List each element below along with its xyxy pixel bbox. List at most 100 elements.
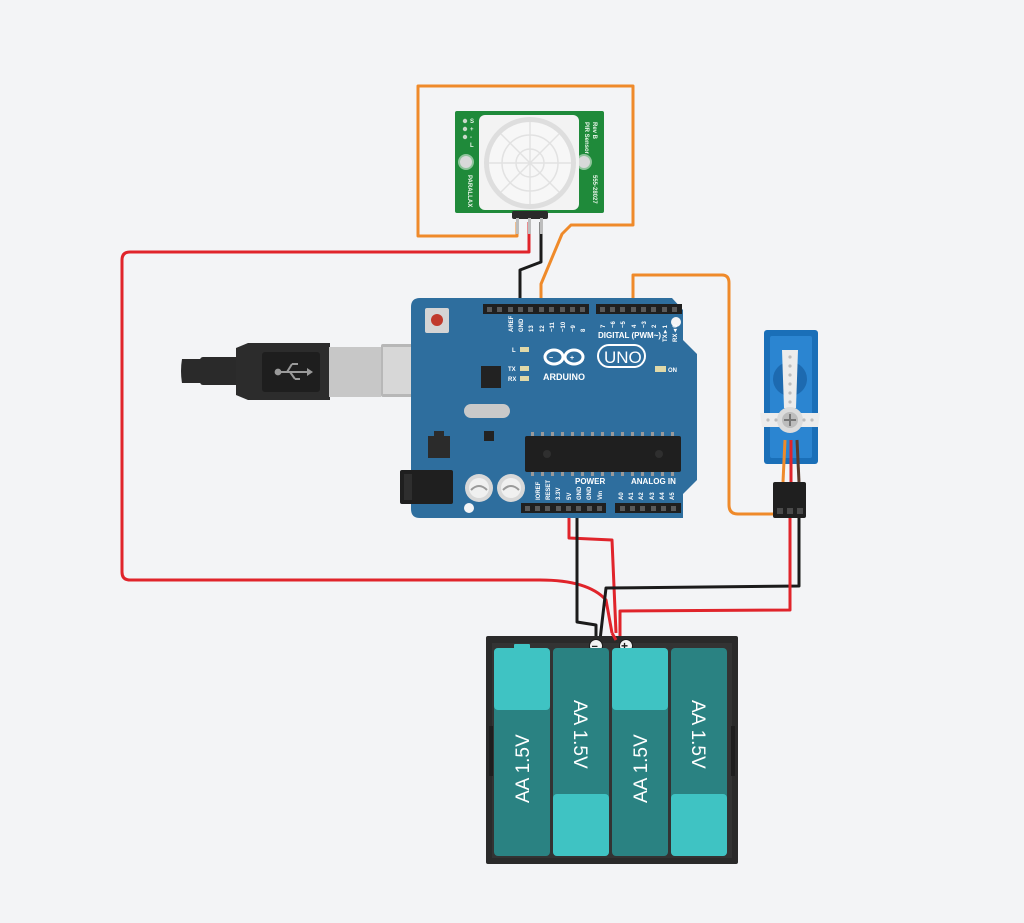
cell-cap	[671, 794, 727, 856]
pin-label-gnd1: GND	[577, 486, 583, 500]
pin-label-11: ~11	[550, 321, 556, 332]
pir-pin-dot	[462, 118, 468, 124]
usb-cable[interactable]	[181, 343, 449, 400]
digital-header-title: DIGITAL (PWM~)	[598, 331, 661, 340]
pin-label-gnd2: GND	[587, 486, 593, 500]
battery-cell-4: AA 1.5V	[671, 648, 727, 856]
usb-chip	[481, 366, 501, 388]
wire-gnd[interactable]	[575, 507, 598, 640]
pin-label-5: ~5	[621, 320, 627, 328]
servo-horn-vertical	[782, 350, 798, 408]
chip-notch	[543, 450, 551, 458]
header-digital-right	[596, 304, 682, 314]
pin-label-reset: RESET	[546, 480, 552, 500]
wire-end-plus	[610, 632, 618, 641]
usb-plug-shell	[329, 347, 381, 397]
uno-model: UNO	[604, 348, 642, 367]
pin-label-13: 13	[529, 325, 535, 332]
led-label-rx: RX	[508, 377, 516, 383]
cell-label-4: AA 1.5V	[687, 700, 708, 769]
servo-lead-signal	[781, 439, 787, 483]
cell-nub	[514, 644, 530, 650]
pin-label-a2: A2	[639, 492, 645, 500]
arduino-logo-icon	[543, 348, 585, 366]
pir-pin-label-s: S	[470, 119, 474, 125]
wire-pir-signal[interactable]	[416, 84, 635, 306]
wire-pir-gnd[interactable]	[518, 222, 543, 306]
mount-hole	[464, 503, 474, 513]
battery-clip-right	[731, 726, 735, 776]
header-power	[521, 503, 606, 513]
cell-label-1: AA 1.5V	[513, 734, 534, 803]
cell-cap	[494, 648, 550, 710]
battery-cell-2: AA 1.5V	[553, 648, 609, 856]
dc-power-jack[interactable]	[400, 470, 453, 504]
pin-label-a0: A0	[619, 492, 625, 500]
led-label-on: ON	[668, 368, 677, 374]
pir-name-label: PIR Sensor	[583, 122, 589, 155]
atmega-chip	[525, 436, 681, 472]
pin-label-a5: A5	[670, 492, 676, 500]
pin-label-rx: RX◄0	[673, 324, 679, 342]
dc-jack-face	[404, 474, 412, 500]
pir-pin-label-minus: -	[470, 135, 472, 141]
regulator-tab	[434, 431, 444, 437]
regulator	[428, 436, 450, 458]
pin-label-aref: AREF	[509, 315, 515, 332]
micro-servo[interactable]	[760, 330, 820, 518]
mount-hole	[671, 317, 681, 327]
pir-leg	[516, 218, 519, 234]
battery-plus-symbol: +	[621, 639, 628, 653]
led-label-tx: TX	[508, 367, 516, 373]
pir-mount-hole-right	[576, 154, 592, 170]
pin-label-10: ~10	[561, 321, 567, 332]
pin-label-3v3: 3.3V	[556, 488, 562, 500]
led-tx	[520, 366, 529, 371]
battery-cell-3: AA 1.5V	[612, 648, 668, 856]
uno-badge	[597, 344, 646, 368]
header-digital-left	[483, 304, 589, 314]
arduino-brand: ARDUINO	[543, 372, 585, 382]
servo-horn-holes	[766, 355, 814, 422]
header-analog	[615, 503, 681, 513]
small-chip	[484, 431, 494, 441]
logo-plus: +	[570, 355, 574, 362]
pin-label-12: 12	[540, 325, 546, 332]
pin-label-4: 4	[632, 324, 638, 328]
wire-servo-gnd[interactable]	[598, 514, 801, 641]
pin-label-5v: 5V	[567, 493, 573, 500]
pin-label-3: ~3	[642, 320, 648, 328]
pin-label-a1: A1	[629, 492, 635, 500]
cell-cap	[612, 648, 668, 710]
arduino-uno[interactable]: AREF GND 13 12 ~11 ~10 ~9 8 7 ~6 ~5 4 ~3…	[400, 298, 697, 518]
pir-lens-facets	[489, 122, 571, 204]
led-label-l: L	[512, 348, 516, 354]
usb-symbol-icon	[274, 363, 307, 380]
led-on	[655, 366, 666, 372]
pin-label-8: 8	[581, 328, 587, 332]
pin-label-vin: Vin	[598, 490, 604, 500]
reset-button-cap	[431, 314, 443, 326]
battery-minus-symbol: −	[592, 641, 598, 653]
servo-screw-cross	[784, 414, 796, 426]
header-digital-left-pins	[487, 307, 585, 312]
pin-label-2: 2	[652, 324, 658, 328]
capacitor	[465, 474, 493, 502]
power-header-title: POWER	[575, 477, 605, 486]
pin-label-gnd: GND	[519, 318, 525, 332]
cell-cap	[553, 794, 609, 856]
wire-servo-vcc[interactable]	[618, 514, 792, 640]
power-pin-labels: IOREF RESET 3.3V 5V GND GND Vin	[536, 480, 604, 500]
wire-pir-vcc[interactable]	[120, 222, 614, 634]
pir-mount-hole-left	[458, 154, 474, 170]
pir-rev-label: Rev B	[591, 122, 597, 140]
pin-label-7: 7	[601, 324, 607, 328]
pir-pin-label-l: L	[470, 143, 474, 149]
battery-clip-left	[489, 726, 493, 776]
capacitor	[497, 474, 525, 502]
wire-servo-signal[interactable]	[631, 273, 780, 516]
pir-pin-label-plus: +	[470, 127, 474, 133]
battery-pack[interactable]: − + AA 1.5V AA 1.5V AA 1.5V AA 1.5V	[486, 636, 738, 864]
pir-sensor[interactable]: S + - L PARALLAX PIR Sensor Rev B 555-28…	[455, 111, 604, 234]
